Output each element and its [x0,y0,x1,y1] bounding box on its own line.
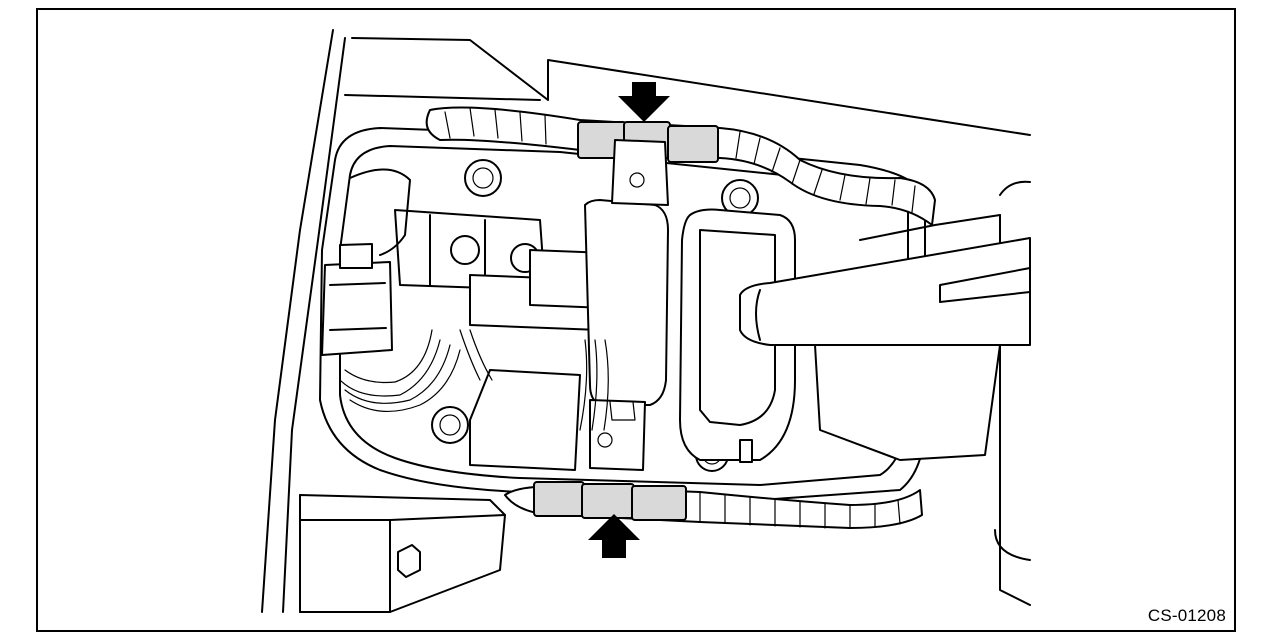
arrow-bottom [588,514,640,558]
bolt-upper-left [464,159,502,197]
bolt-lower-left [431,406,469,444]
tape-bottom-middle [581,483,635,519]
tape-top-right [667,125,719,163]
left-connector [321,168,609,431]
top-harness [425,106,936,226]
shift-mechanism [394,139,796,471]
arrow-top [618,82,670,122]
bottom-harness [504,481,923,529]
figure-code-label: CS-01208 [1147,606,1226,625]
lower-left-bracket [299,494,506,613]
shift-lever [739,214,1031,461]
tape-bottom-left [533,481,585,517]
tape-bottom-right [631,485,687,521]
